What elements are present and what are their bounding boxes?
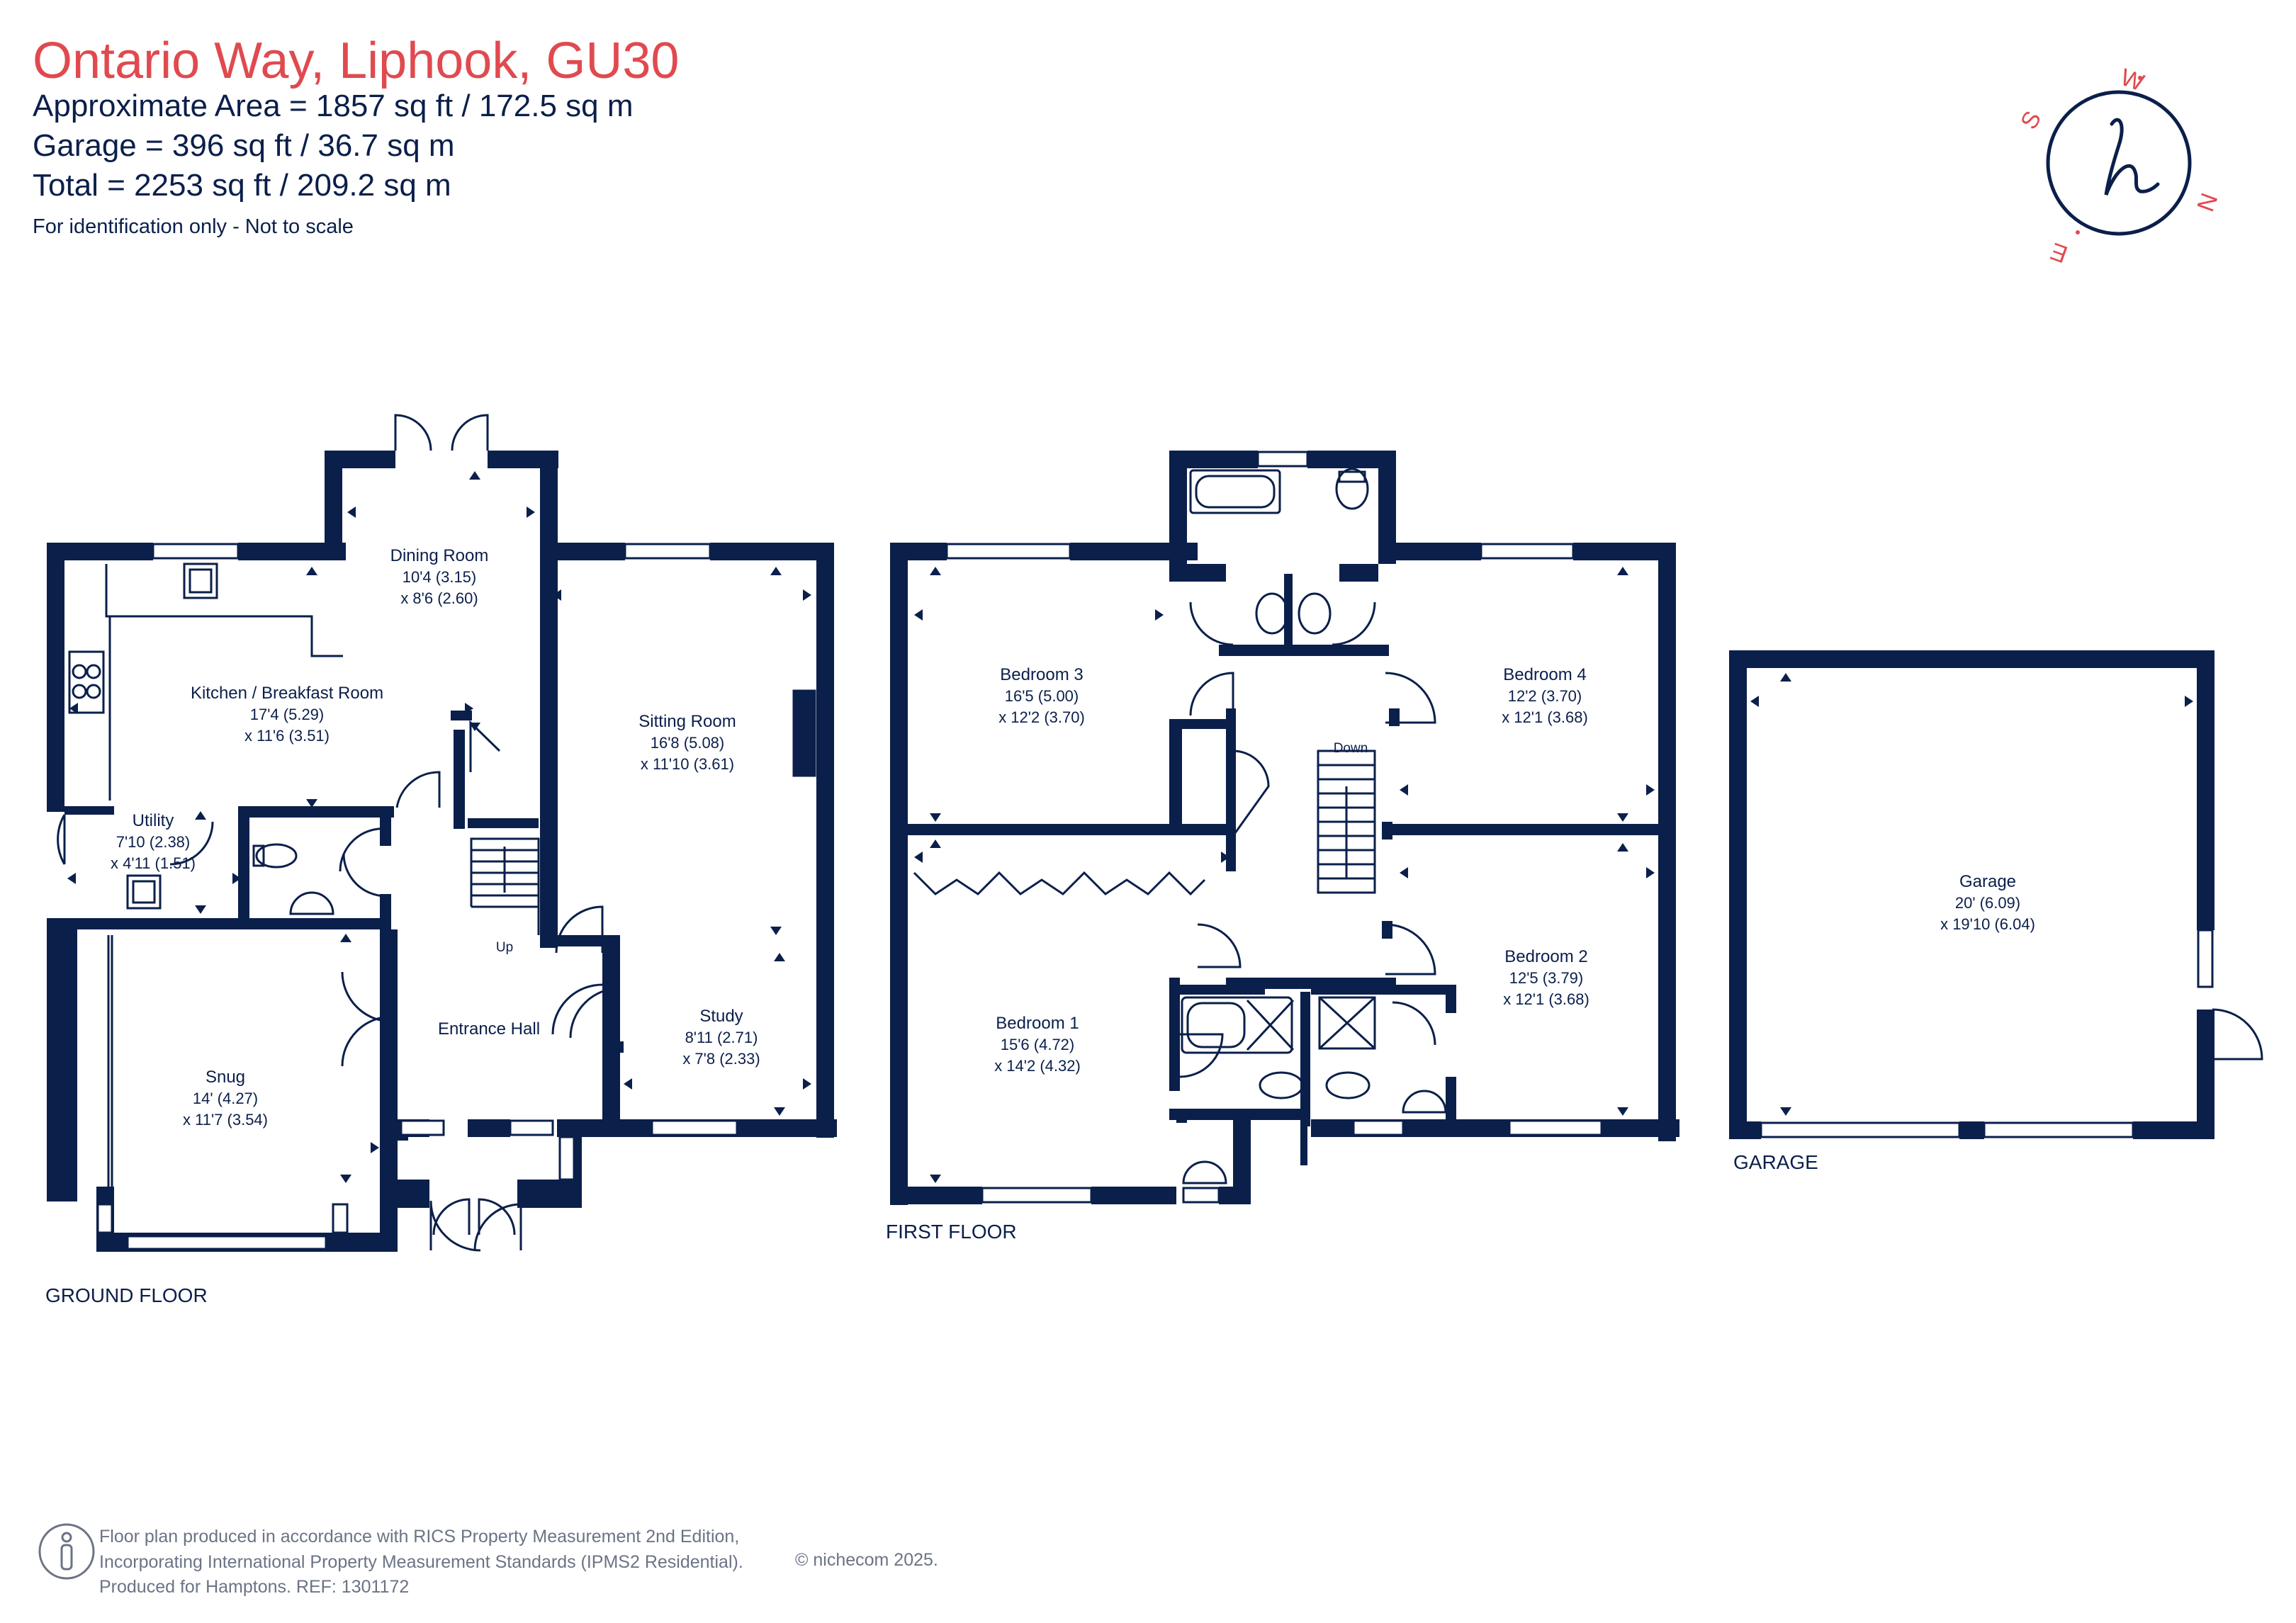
room-bedroom1-dim2: x 14'2 (4.32) (994, 1057, 1081, 1075)
page-title: Ontario Way, Liphook, GU30 (33, 33, 680, 89)
room-snug-name: Snug (206, 1068, 245, 1087)
room-kitchen-name: Kitchen / Breakfast Room (191, 684, 383, 703)
room-garage-dim1: 20' (6.09) (1955, 894, 2020, 912)
room-study-dim2: x 7'8 (2.33) (682, 1050, 760, 1068)
fixtures (68, 468, 1447, 1187)
doors (57, 414, 2263, 1252)
room-kitchen-dim1: 17'4 (5.29) (250, 706, 325, 723)
room-bedroom1-dim1: 15'6 (4.72) (1001, 1036, 1075, 1053)
room-labels: Kitchen / Breakfast Room 17'4 (5.29) x 1… (111, 546, 2035, 1129)
room-garage-dim2: x 19'10 (6.04) (1940, 915, 2035, 933)
room-dining-dim2: x 8'6 (2.60) (400, 589, 478, 607)
dimension-markers (67, 471, 2193, 1183)
room-hall-name: Entrance Hall (438, 1019, 540, 1039)
room-bedroom2-dim2: x 12'1 (3.68) (1503, 990, 1589, 1008)
logo-monogram (2104, 118, 2160, 196)
room-sitting-dim1: 16'8 (5.08) (651, 734, 725, 752)
room-bedroom3-name: Bedroom 3 (1000, 665, 1083, 684)
footer-line-3: Produced for Hamptons. REF: 1301172 (99, 1577, 410, 1597)
person-icon (38, 1523, 95, 1580)
garage-area: Garage = 396 sq ft / 36.7 sq m (33, 128, 455, 163)
copyright: © nichecom 2025. (795, 1550, 938, 1570)
stairs-up-label: Up (496, 940, 513, 955)
header: Ontario Way, Liphook, GU30 Approximate A… (33, 35, 679, 239)
disclaimer: For identification only - Not to scale (33, 215, 354, 238)
entrance-door-left (432, 1198, 471, 1235)
footer-line-1: Floor plan produced in accordance with R… (99, 1527, 740, 1546)
room-garage-name: Garage (1959, 872, 2016, 891)
room-bedroom4-name: Bedroom 4 (1503, 665, 1586, 684)
logo-ring (2046, 90, 2192, 236)
garage-floor-label: GARAGE (1733, 1151, 1818, 1173)
approximate-area: Approximate Area = 1857 sq ft / 172.5 sq… (33, 89, 634, 123)
footer-line-2: Incorporating International Property Mea… (99, 1551, 743, 1572)
stairs-down-label: Down (1334, 741, 1368, 756)
dining-door-left (394, 414, 432, 451)
windows (96, 451, 2214, 1250)
room-bedroom2-name: Bedroom 2 (1504, 947, 1587, 966)
total-area: Total = 2253 sq ft / 209.2 sq m (33, 167, 451, 203)
room-utility-dim2: x 4'11 (1.51) (111, 854, 196, 872)
room-snug-dim1: 14' (4.27) (193, 1090, 258, 1107)
room-bedroom4-dim1: 12'2 (3.70) (1508, 687, 1582, 705)
dining-door-right (451, 414, 489, 451)
floor-labels: GROUND FLOOR FIRST FLOOR GARAGE (45, 1151, 1818, 1306)
room-dining-dim1: 10'4 (3.15) (403, 568, 477, 586)
room-study-dim1: 8'11 (2.71) (685, 1029, 758, 1046)
room-bedroom1-name: Bedroom 1 (996, 1014, 1079, 1033)
room-utility-dim1: 7'10 (2.38) (116, 833, 191, 851)
room-bedroom2-dim1: 12'5 (3.79) (1509, 969, 1584, 987)
room-sitting-dim2: x 11'10 (3.61) (641, 755, 734, 773)
room-study-name: Study (699, 1007, 743, 1026)
room-bedroom4-dim2: x 12'1 (3.68) (1502, 708, 1588, 726)
room-bedroom3-dim2: x 12'2 (3.70) (998, 708, 1085, 726)
walls (47, 451, 2215, 1252)
compass-logo: S W N E (2015, 64, 2222, 268)
ground-floor-label: GROUND FLOOR (45, 1284, 208, 1306)
room-sitting-name: Sitting Room (638, 712, 736, 731)
room-kitchen-dim2: x 11'6 (3.51) (244, 727, 330, 745)
footer: Floor plan produced in accordance with R… (99, 1525, 743, 1600)
room-utility-name: Utility (133, 811, 174, 830)
room-dining-name: Dining Room (390, 546, 489, 565)
room-snug-dim2: x 11'7 (3.54) (183, 1111, 268, 1129)
first-floor-label: FIRST FLOOR (886, 1221, 1017, 1243)
room-bedroom3-dim1: 16'5 (5.00) (1005, 687, 1079, 705)
